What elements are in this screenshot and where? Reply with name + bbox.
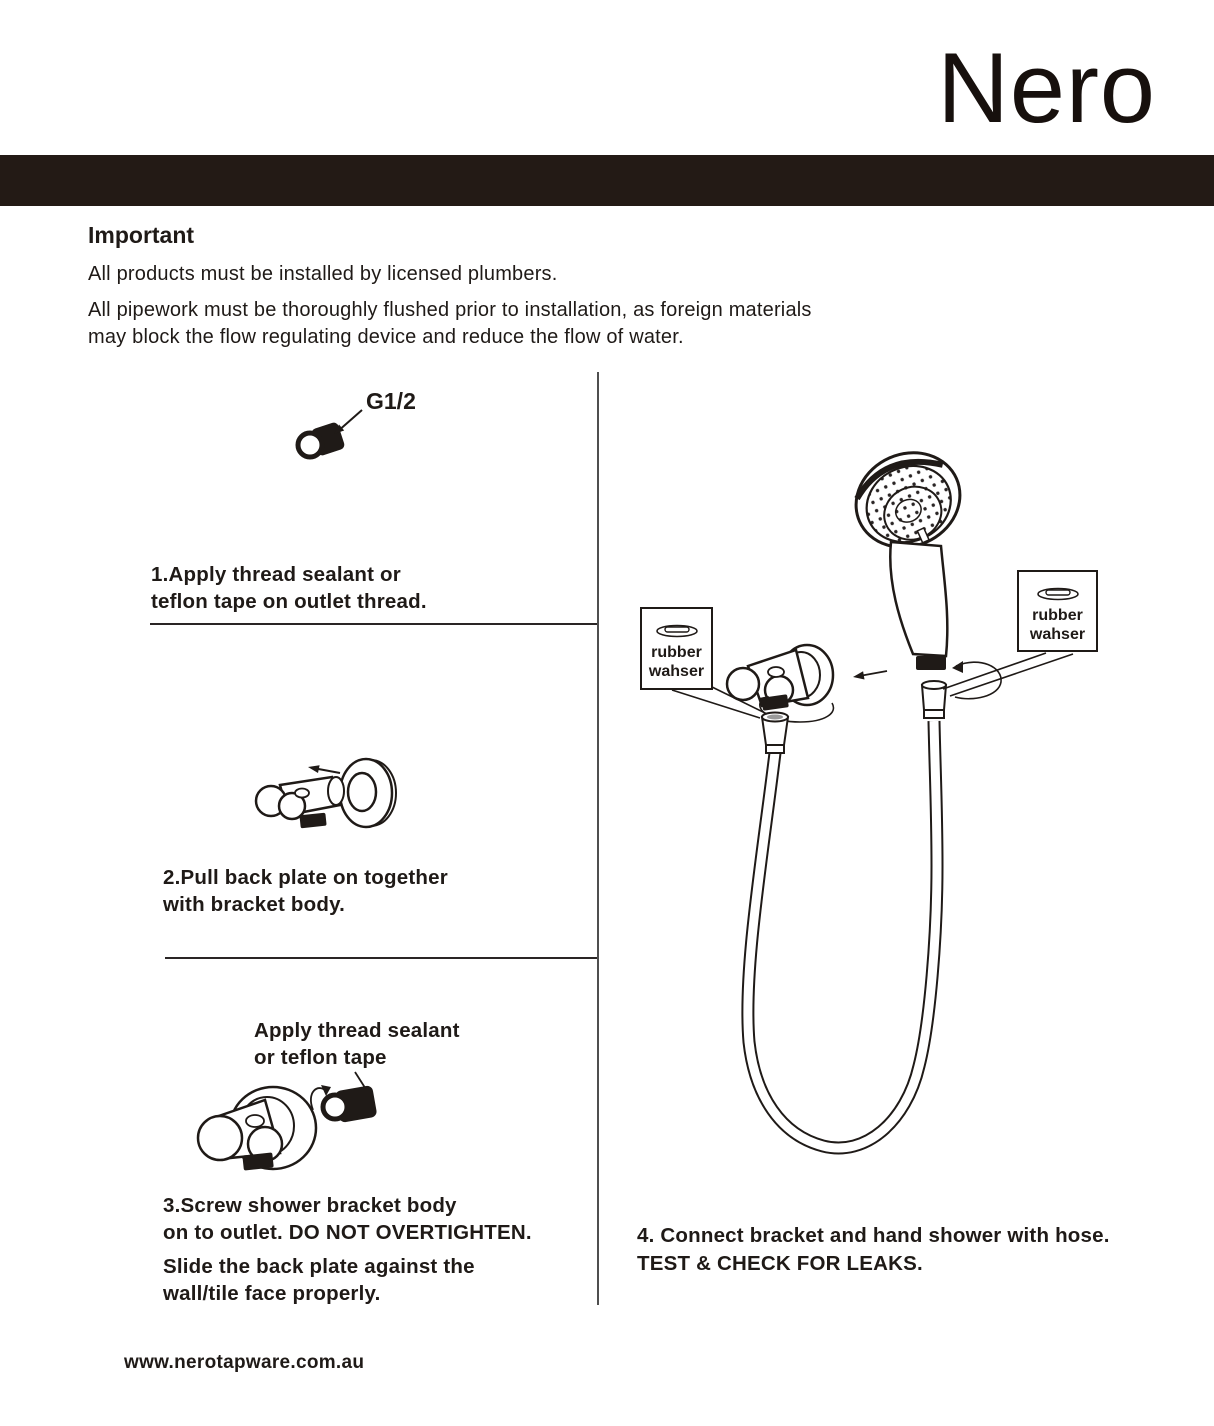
rubber-washer-icon — [655, 624, 698, 638]
washer-label-line2: wahser — [1029, 626, 1086, 643]
step1-text: 1.Apply thread sealant or teflon tape on… — [151, 561, 427, 615]
rubber-washer-callout-left: rubber wahser — [640, 607, 713, 690]
hose-nut-right — [920, 680, 948, 719]
header-band — [0, 155, 1214, 206]
sealant-note: Apply thread sealant or teflon tape — [254, 1017, 460, 1071]
step3-line3: Slide the back plate against the — [163, 1255, 475, 1278]
step3-line4: wall/tile face properly. — [163, 1282, 381, 1305]
notice-heading: Important — [88, 222, 195, 248]
rubber-washer-icon — [1036, 587, 1079, 601]
step1-illustration — [280, 385, 440, 475]
hand-shower — [854, 451, 962, 549]
thread-size-label: G1/2 — [366, 388, 416, 414]
step3-line2: on to outlet. DO NOT OVERTIGHTEN. — [163, 1221, 532, 1244]
column-divider — [597, 372, 599, 1305]
back-plate-icon — [338, 757, 397, 829]
website-url: www.nerotapware.com.au — [124, 1352, 365, 1373]
step4-line2: TEST & CHECK FOR LEAKS. — [637, 1252, 923, 1275]
washer-label-line1: rubber — [651, 644, 702, 661]
washer-label-line2: wahser — [648, 663, 705, 680]
step4-line1: 4. Connect bracket and hand shower with … — [637, 1224, 1110, 1247]
step4-text: 4. Connect bracket and hand shower with … — [637, 1222, 1110, 1278]
step3-line1: 3.Screw shower bracket body — [163, 1194, 457, 1217]
notice-line-3: may block the flow regulating device and… — [88, 326, 684, 348]
shower-hose — [741, 720, 944, 1155]
wall-bracket — [725, 643, 835, 711]
separator-line-1 — [150, 623, 598, 625]
step2-line1: 2.Pull back plate on together — [163, 866, 448, 889]
step1-line2: teflon tape on outlet thread. — [151, 590, 427, 613]
step3-text-a: 3.Screw shower bracket body on to outlet… — [163, 1192, 532, 1246]
step2-text: 2.Pull back plate on together with brack… — [163, 864, 448, 918]
bracket-body-icon — [254, 775, 345, 829]
step4-illustration — [610, 430, 1214, 1230]
sealant-note-line2: or teflon tape — [254, 1046, 387, 1069]
step1-line1: 1.Apply thread sealant or — [151, 563, 401, 586]
step3-text-b: Slide the back plate against the wall/ti… — [163, 1253, 475, 1307]
rubber-washer-callout-right: rubber wahser — [1017, 570, 1098, 652]
step2-line2: with bracket body. — [163, 893, 346, 916]
step2-illustration — [250, 745, 410, 845]
handset-rotate-arrow-icon — [952, 661, 1002, 700]
bracket-rotate-arrow-icon — [759, 696, 835, 723]
pointer-arrow-icon — [334, 409, 363, 434]
hose-nut-left — [760, 711, 790, 754]
slide-arrow-icon — [308, 765, 341, 774]
notice-line-1: All products must be installed by licens… — [88, 263, 558, 285]
leader-lines — [671, 652, 1074, 719]
hand-shower-handle — [889, 540, 949, 670]
separator-line-2 — [165, 957, 598, 959]
washer-label-line1: rubber — [1032, 607, 1083, 624]
sealant-note-line1: Apply thread sealant — [254, 1019, 460, 1042]
brand-logo: Nero — [937, 32, 1156, 143]
notice-line-2: All pipework must be thoroughly flushed … — [88, 299, 812, 321]
rotate-arrow-icon — [310, 1085, 331, 1111]
step3-illustration — [185, 1058, 410, 1198]
outlet-fitting-icon — [320, 1085, 377, 1123]
bracket-with-plate-icon — [196, 1085, 318, 1171]
connect-arrow-icon — [853, 670, 888, 680]
